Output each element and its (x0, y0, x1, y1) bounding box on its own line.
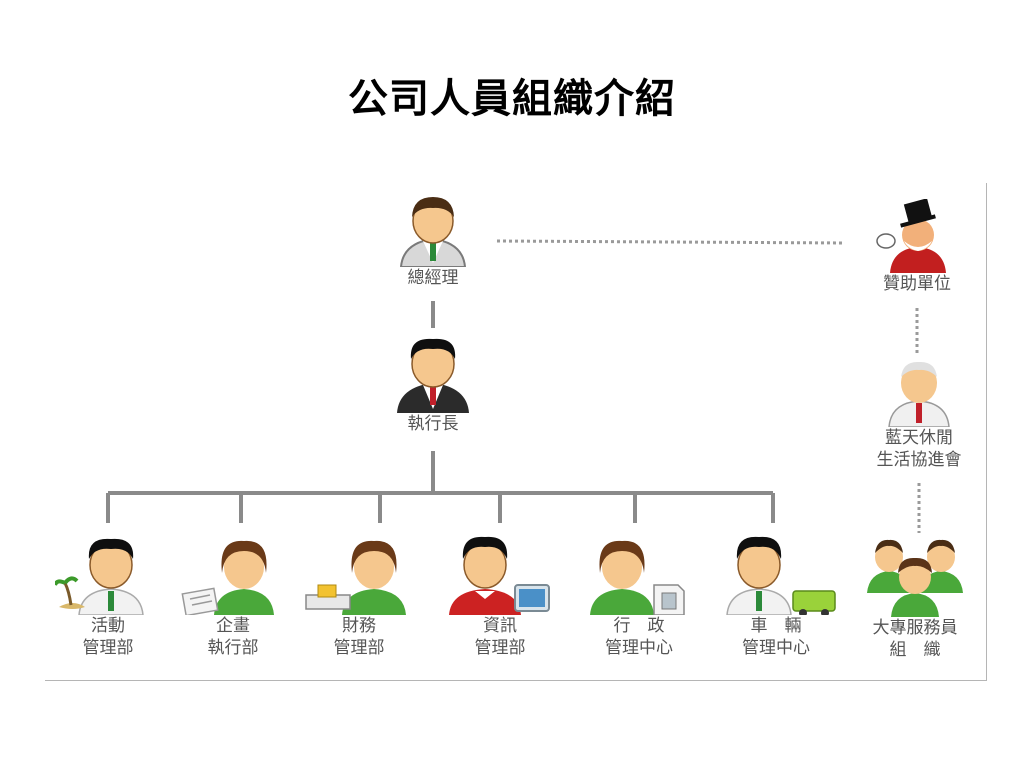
dept-planning-label: 企畫 執行部 (207, 616, 259, 658)
node-ceo: 執行長 (378, 333, 488, 435)
dept-finance: 財務 管理部 (304, 529, 414, 659)
dept-finance-label: 財務 管理部 (333, 616, 385, 658)
ceo-label: 執行長 (407, 414, 459, 434)
person-male-icon (55, 538, 144, 615)
person-male-icon (397, 338, 469, 413)
person-male-icon (888, 361, 950, 427)
truck-icon (792, 590, 836, 612)
group-icon (867, 539, 963, 617)
dept-activity: 活動 管理部 (53, 529, 163, 659)
dept-information: 資訊 管理部 (445, 529, 555, 659)
document-icon (181, 587, 219, 615)
person-male-icon (726, 536, 836, 615)
page-title: 公司人員組織介紹 (348, 76, 676, 122)
top-hat-gentleman-icon (876, 199, 946, 273)
connector-lines (106, 239, 921, 533)
island-icon (59, 603, 85, 609)
node-association: 藍天休閒 生活協進會 (864, 357, 974, 471)
students-label: 大專服務員 組 織 (872, 618, 958, 660)
dept-administration: 行 政 管理中心 (584, 529, 694, 659)
person-male-icon (449, 536, 550, 615)
node-students: 大專服務員 組 織 (860, 533, 970, 661)
sponsor-label: 贊助單位 (883, 274, 951, 294)
dept-activity-label: 活動 管理部 (82, 616, 134, 658)
node-sponsor: 贊助單位 (862, 199, 972, 295)
person-male-icon (399, 197, 467, 267)
dept-vehicle: 車 輛 管理中心 (721, 529, 836, 659)
person-female-icon (590, 540, 685, 615)
dept-information-label: 資訊 管理部 (474, 616, 526, 658)
org-chart: 總經理 執行長 贊助單位 藍天休 (45, 183, 987, 681)
node-general-manager: 總經理 (378, 191, 488, 289)
general-manager-label: 總經理 (407, 268, 459, 288)
dept-administration-label: 行 政 管理中心 (605, 616, 673, 658)
dept-vehicle-label: 車 輛 管理中心 (742, 616, 810, 658)
person-female-icon (181, 540, 274, 615)
person-female-icon (305, 540, 406, 615)
association-label: 藍天休閒 生活協進會 (876, 428, 962, 470)
dept-planning: 企畫 執行部 (178, 529, 288, 659)
